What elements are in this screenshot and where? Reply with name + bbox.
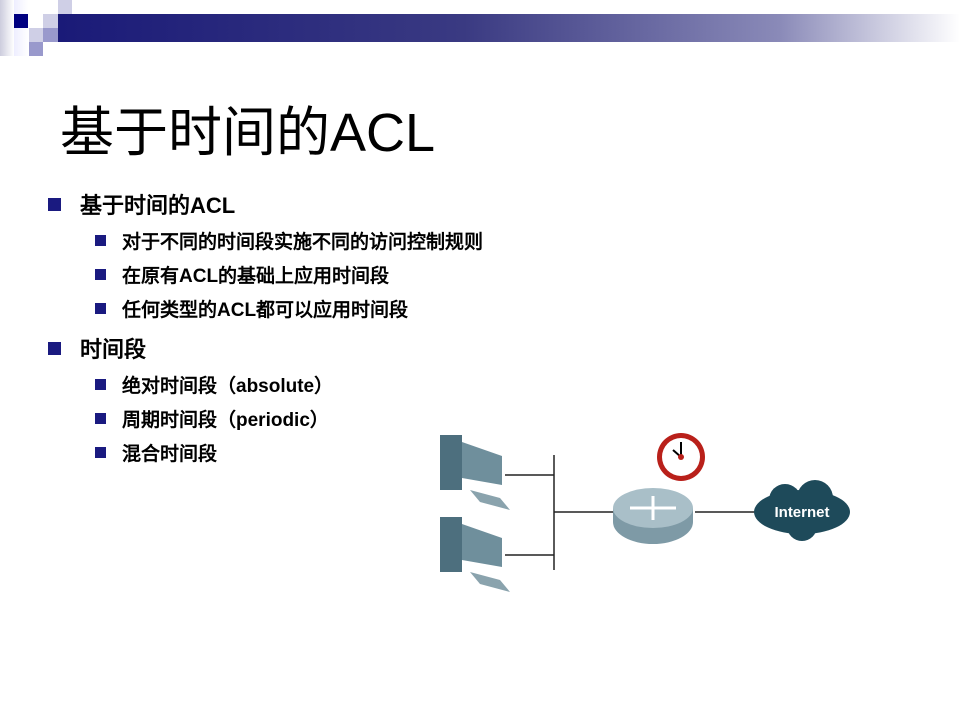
- sub-bullet: 混合时间段: [95, 439, 217, 466]
- internet-cloud-icon: Internet: [754, 480, 850, 541]
- bullet-2: 时间段: [48, 332, 146, 364]
- bullet-1: 基于时间的ACL: [48, 188, 235, 220]
- header-bar: [58, 14, 960, 42]
- internet-label: Internet: [774, 504, 829, 521]
- sub-bullet: 绝对时间段（absolute）: [95, 371, 333, 398]
- sub-bullet: 任何类型的ACL都可以应用时间段: [95, 295, 408, 322]
- slide-title: 基于时间的ACL: [60, 103, 436, 163]
- computer-icon: [440, 517, 510, 592]
- network-diagram: Internet: [440, 433, 850, 592]
- computer-icon: [440, 435, 510, 510]
- sub-bullet: 周期时间段（periodic）: [95, 405, 329, 432]
- router-icon: [613, 488, 693, 544]
- clock-icon: [657, 433, 705, 481]
- sub-bullet: 在原有ACL的基础上应用时间段: [95, 261, 389, 288]
- sub-bullet: 对于不同的时间段实施不同的访问控制规则: [95, 227, 483, 254]
